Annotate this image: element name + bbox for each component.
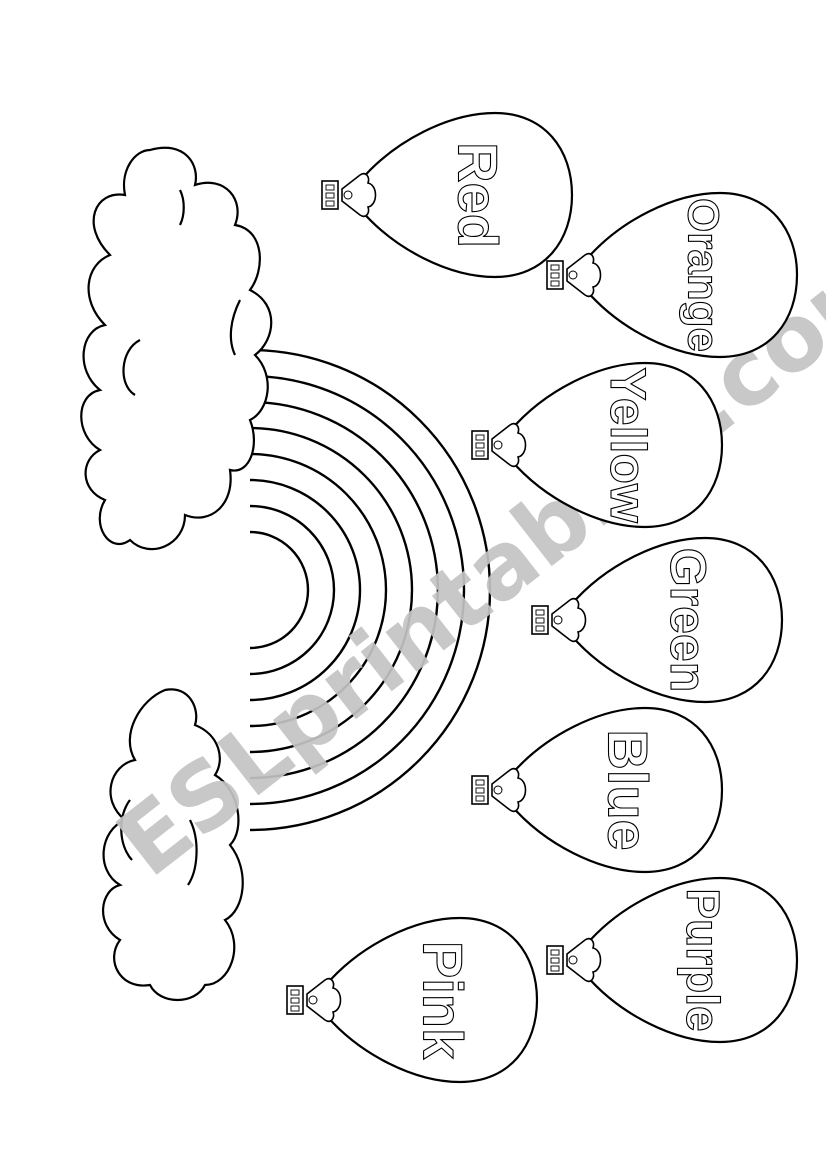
balloon-label: Red bbox=[447, 142, 510, 248]
balloon-label: Blue bbox=[597, 729, 660, 850]
balloon-green: Green bbox=[531, 536, 784, 704]
balloon-envelope bbox=[583, 876, 799, 1044]
rainbow-arc bbox=[249, 530, 310, 650]
balloon-skirt bbox=[491, 422, 527, 468]
balloon-red: Red bbox=[321, 111, 574, 279]
rainbow-arc bbox=[249, 374, 466, 806]
balloon-skirt bbox=[566, 252, 602, 298]
balloon-skirt bbox=[551, 597, 587, 643]
balloon-envelope bbox=[323, 916, 539, 1084]
balloon-orange: Orange bbox=[546, 191, 799, 359]
balloon-label: Yellow bbox=[600, 367, 656, 523]
balloon-skirt bbox=[306, 977, 342, 1023]
balloon-label: Orange bbox=[679, 198, 728, 352]
rainbow-arc bbox=[249, 478, 362, 702]
balloon-yellow: Yellow bbox=[471, 361, 724, 529]
cloud-lower bbox=[102, 688, 244, 1001]
balloon-skirt bbox=[491, 767, 527, 813]
rainbow-arc bbox=[249, 452, 388, 728]
balloon-label: Pink bbox=[412, 941, 475, 1060]
balloon-label: Purple bbox=[677, 888, 729, 1031]
balloon-envelope bbox=[583, 191, 799, 359]
balloon-purple: Purple bbox=[546, 876, 799, 1044]
balloon-skirt bbox=[341, 172, 377, 218]
rainbow-arc bbox=[249, 504, 336, 676]
balloon-envelope bbox=[508, 706, 724, 874]
balloon-label: Green bbox=[660, 548, 716, 693]
balloon-envelope bbox=[508, 361, 724, 529]
balloon-pink: Pink bbox=[286, 916, 539, 1084]
rainbow-arc bbox=[249, 348, 492, 832]
rainbow-arc bbox=[249, 426, 414, 754]
cloud-upper bbox=[80, 146, 273, 551]
balloon-blue: Blue bbox=[471, 706, 724, 874]
balloon-envelope bbox=[358, 111, 574, 279]
rainbow bbox=[249, 348, 492, 832]
balloon-skirt bbox=[566, 937, 602, 983]
balloon-envelope bbox=[568, 536, 784, 704]
rainbow-arc bbox=[249, 400, 440, 780]
